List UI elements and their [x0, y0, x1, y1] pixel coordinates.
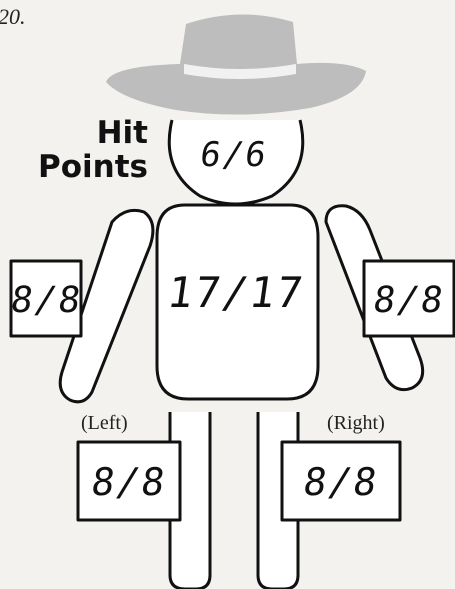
left-side-label: (Left) — [81, 412, 128, 435]
cowboy-hat-icon — [106, 14, 366, 114]
left-arm-hit-points: 8/8 — [8, 280, 84, 321]
left-leg-hit-points: 8/8 — [75, 460, 183, 504]
title-line-2: Points — [8, 150, 148, 184]
torso-hit-points: 17/17 — [163, 268, 310, 317]
hit-points-title: Hit Points — [8, 116, 148, 184]
title-line-1: Hit — [8, 116, 148, 150]
right-side-label: (Right) — [327, 412, 385, 435]
page-number-fragment: 20. — [0, 4, 26, 30]
right-arm-hit-points: 8/8 — [361, 280, 455, 321]
right-leg-hit-points: 8/8 — [279, 460, 403, 504]
head-hit-points: 6/6 — [191, 135, 277, 175]
